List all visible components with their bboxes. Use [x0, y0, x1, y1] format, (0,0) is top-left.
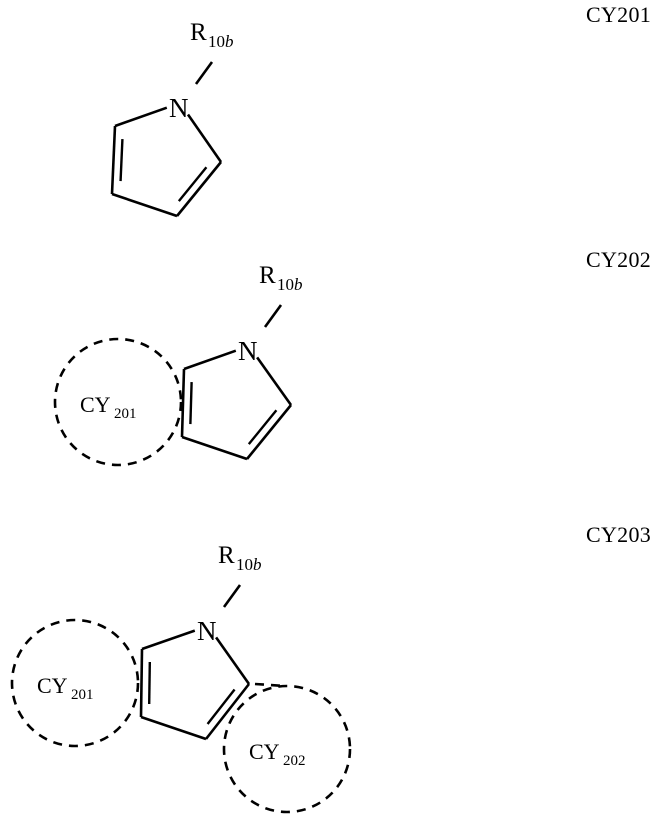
- bond-cy203-0: [141, 629, 196, 651]
- bond-cy203-2: [140, 715, 207, 741]
- figure-label-cy201: CY201: [586, 2, 652, 27]
- dashed-ring-label-cy201-cy202: CY: [80, 392, 111, 417]
- rgroup-sublabel-italic-cy202: b: [294, 275, 303, 294]
- rgroup-label-cy203: R: [218, 542, 235, 569]
- bond-cy202-1: [180, 368, 186, 438]
- nitrogen-atom-label-cy201: N: [169, 93, 189, 123]
- bond-inner-cy202-1: [189, 381, 193, 425]
- rgroup-label-cy201: R: [190, 19, 207, 46]
- bond-cy202-0: [183, 349, 237, 371]
- figure-label-cy202: CY202: [586, 247, 652, 272]
- bond-cy203-4: [215, 636, 251, 685]
- dashed-ring-label-cy202-cy203: CY: [249, 739, 280, 764]
- nitrogen-label-mask-cy203: [195, 614, 221, 640]
- dashed-ring-cy202-cy203: [222, 684, 352, 814]
- bond-inner-cy203-1: [147, 661, 152, 705]
- bond-inner-cy201-3: [177, 166, 208, 202]
- bond-cy203-1: [139, 648, 144, 718]
- bond-nitrogen-rgroup-cy202: [263, 304, 283, 328]
- rgroup-sublabel-italic-cy201: b: [225, 32, 234, 51]
- rgroup-sublabel-italic-cy203: b: [253, 555, 262, 574]
- bond-nitrogen-rgroup-cy201: [194, 61, 214, 85]
- bond-cy201-0: [114, 106, 168, 128]
- nitrogen-label-mask-cy201: [167, 91, 193, 117]
- dashed-ring-sublabel-cy202-cy203: 202: [283, 753, 306, 769]
- dashed-ring-cy201-cy203: [10, 618, 140, 748]
- rgroup-sublabel-digits-cy203: 10: [236, 555, 253, 574]
- dashed-ring-sublabel-cy201-cy202: 201: [114, 406, 137, 422]
- rgroup-sublabel-digits-cy202: 10: [277, 275, 294, 294]
- bond-cy201-3: [175, 161, 223, 217]
- bond-inner-cy202-3: [247, 409, 278, 445]
- dashed-ring-cy201-cy202: [53, 337, 183, 467]
- rgroup-sublabel-digits-cy201: 10: [208, 32, 225, 51]
- bond-inner-cy203-3: [206, 688, 236, 725]
- bond-inner-cy201-1: [119, 138, 124, 182]
- nitrogen-atom-label-cy202: N: [238, 336, 258, 366]
- bond-cy202-2: [181, 435, 248, 461]
- nitrogen-label-mask-cy202: [236, 334, 262, 360]
- bond-cy201-4: [186, 113, 223, 163]
- bond-cy202-3: [245, 404, 293, 460]
- bond-nitrogen-rgroup-cy203: [222, 584, 242, 608]
- figure-label-cy203: CY203: [586, 522, 652, 547]
- bond-cy201-2: [111, 192, 178, 218]
- bond-cy201-1: [110, 125, 117, 195]
- dashed-ring-sublabel-cy201-cy203: 201: [71, 687, 94, 703]
- bond-cy203-3: [204, 683, 251, 740]
- rgroup-label-cy202: R: [259, 262, 276, 289]
- bond-cy202-4: [256, 356, 293, 406]
- nitrogen-atom-label-cy203: N: [197, 616, 217, 646]
- dashed-link-pyrrole-cy202: [254, 682, 286, 688]
- dashed-ring-label-cy201-cy203: CY: [37, 673, 68, 698]
